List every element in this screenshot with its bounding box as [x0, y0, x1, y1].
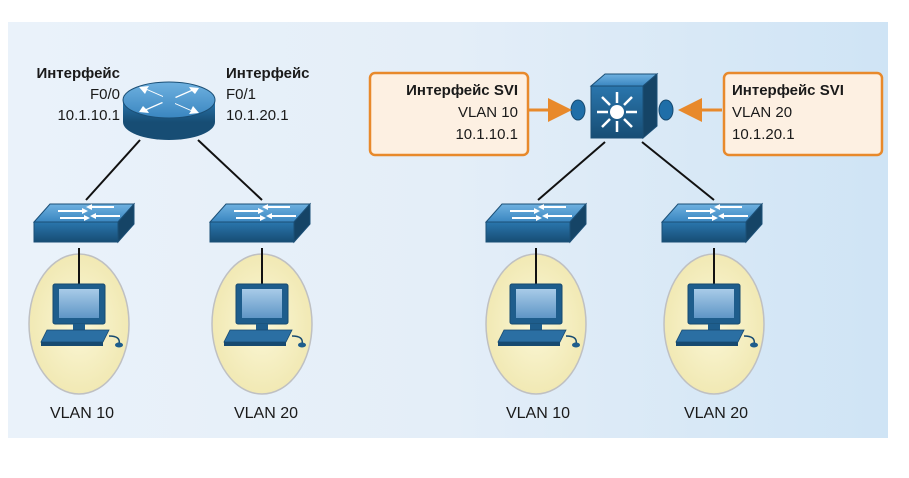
- vlan10-label: VLAN 10: [506, 405, 570, 422]
- vlan20-label: VLAN 20: [234, 405, 298, 422]
- router-right-label-title: Интерфейс: [226, 65, 310, 82]
- switch-icon: [485, 203, 587, 243]
- svi-left-port: [570, 99, 586, 121]
- l3switch-switch2-link: [641, 141, 715, 201]
- svi-right-title: Интерфейс SVI: [732, 82, 844, 99]
- svi-left-ip: 10.1.10.1: [455, 126, 518, 143]
- l3switch-switch1-link: [537, 141, 606, 201]
- vlan20-label: VLAN 20: [684, 405, 748, 422]
- router-left-label-ip: 10.1.10.1: [57, 107, 120, 124]
- switch-icon: [661, 203, 763, 243]
- switch-icon: [209, 203, 311, 243]
- svi-left-title: Интерфейс SVI: [406, 82, 518, 99]
- switch-icon: [33, 203, 135, 243]
- router-icon: [122, 81, 216, 140]
- svi-right-port: [658, 99, 674, 121]
- router-left-label-title: Интерфейс: [36, 65, 120, 82]
- router-right-label-port: F0/1: [226, 86, 256, 103]
- vlan10-label: VLAN 10: [50, 405, 114, 422]
- svi-right-callout: Интерфейс SVI VLAN 20 10.1.20.1: [722, 71, 884, 157]
- router-left-label-port: F0/0: [90, 86, 120, 103]
- left-topology: Интерфейс F0/0 10.1.10.1 Интерфейс F0/1 …: [28, 65, 313, 422]
- svi-right-vlan: VLAN 20: [732, 104, 792, 121]
- svi-right-ip: 10.1.20.1: [732, 126, 795, 143]
- router-right-label-ip: 10.1.20.1: [226, 107, 289, 124]
- svi-left-vlan: VLAN 10: [458, 104, 518, 121]
- svi-left-callout: Интерфейс SVI VLAN 10 10.1.10.1: [368, 71, 530, 157]
- right-topology: Интерфейс SVI VLAN 10 10.1.10.1 Интерфей…: [368, 71, 884, 422]
- router-switch1-link: [85, 139, 141, 201]
- router-switch2-link: [197, 139, 263, 201]
- multilayer-switch-icon: [589, 72, 659, 140]
